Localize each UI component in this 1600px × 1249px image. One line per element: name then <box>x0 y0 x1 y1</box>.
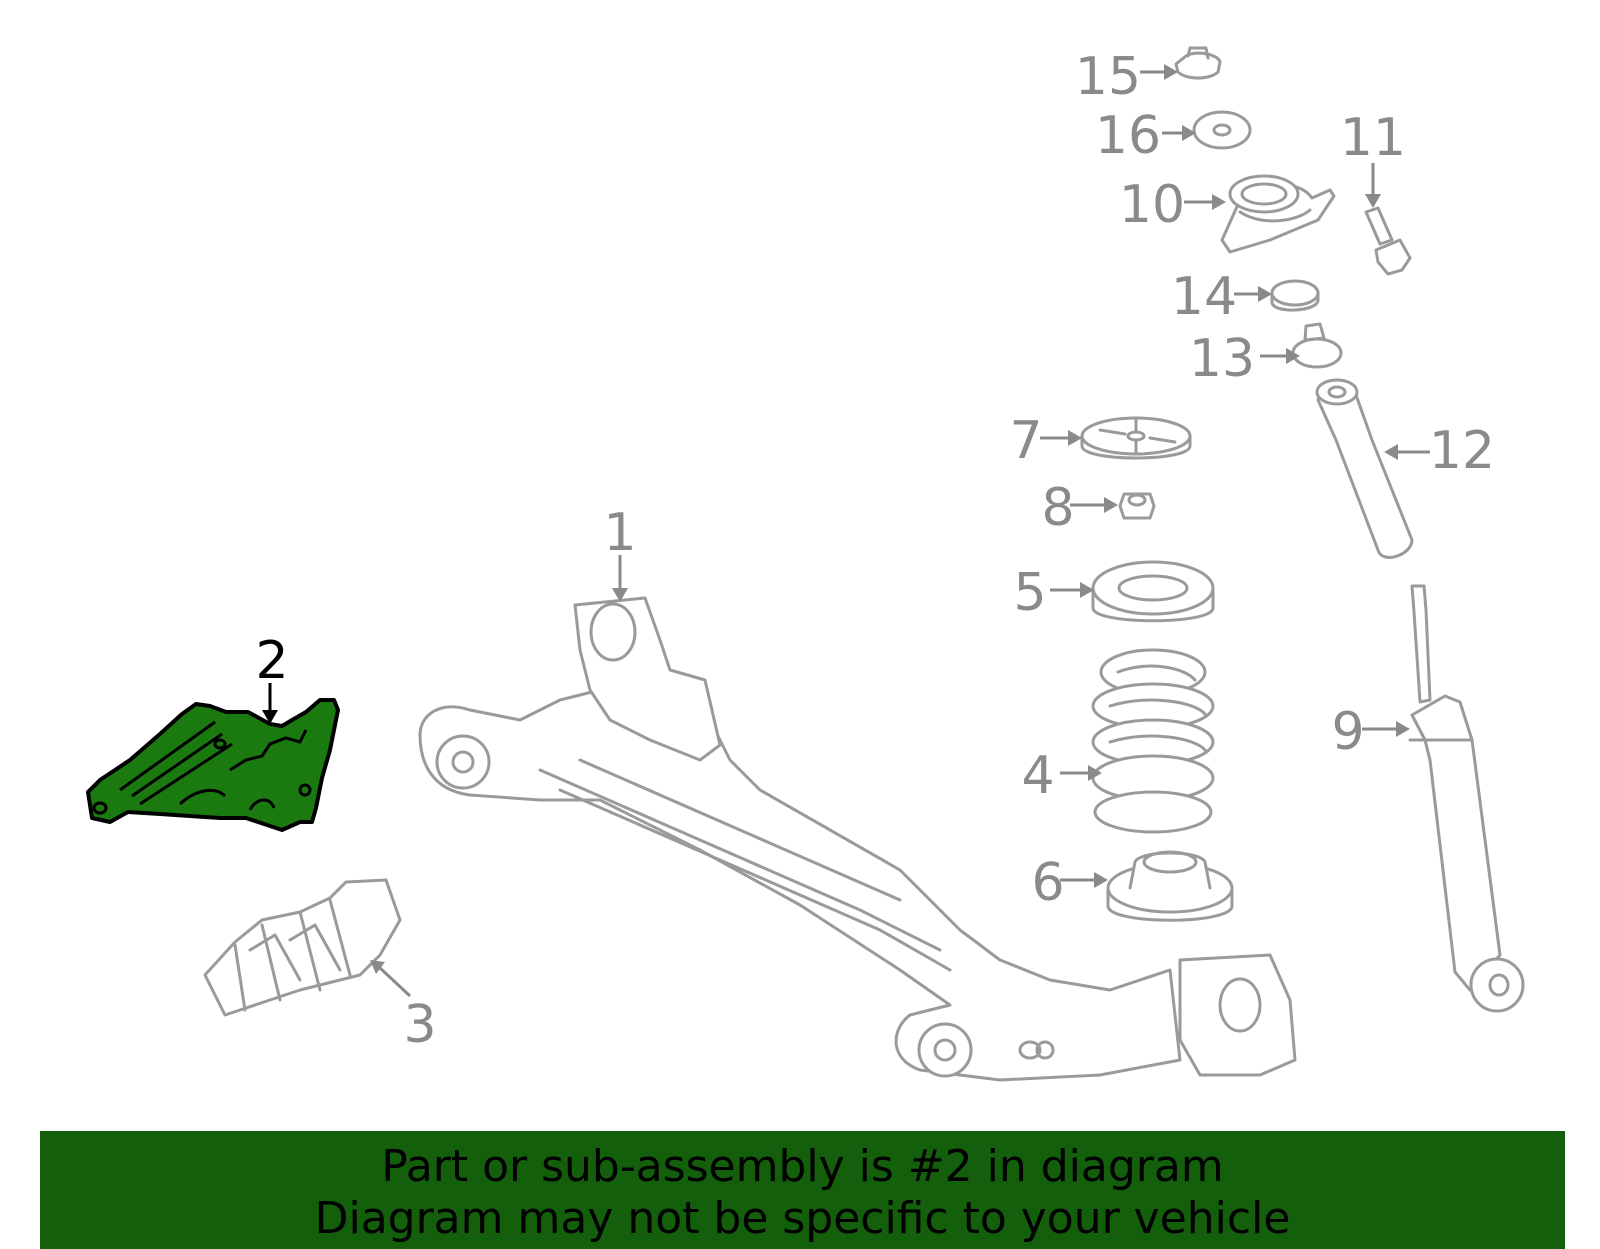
arrowhead-7 <box>1068 430 1082 446</box>
callout-15: 15 <box>1075 47 1141 107</box>
part-6-spring-seat[interactable] <box>1106 850 1234 922</box>
arrowhead-15 <box>1164 64 1178 80</box>
callout-13: 13 <box>1189 329 1255 389</box>
part-7-plate[interactable] <box>1080 416 1192 460</box>
leader-arrows <box>262 64 1430 998</box>
part-16-washer[interactable] <box>1192 110 1252 150</box>
callout-8: 8 <box>1041 478 1074 538</box>
callout-2: 2 <box>255 631 288 691</box>
arrowhead-10 <box>1212 194 1226 210</box>
arrowhead-13 <box>1286 348 1300 364</box>
arrowhead-5 <box>1080 582 1094 598</box>
arrowhead-6 <box>1094 872 1108 888</box>
part-1-axle-beam[interactable] <box>418 596 1297 1082</box>
part-2-bracket-highlighted[interactable] <box>86 698 340 832</box>
callout-1: 1 <box>603 503 636 563</box>
part-10-upper-mount[interactable] <box>1220 174 1336 254</box>
callout-3: 3 <box>403 995 436 1055</box>
arrowhead-11 <box>1365 194 1381 208</box>
part-15-nut[interactable] <box>1174 46 1222 80</box>
callout-10: 10 <box>1119 175 1185 235</box>
arrowhead-8 <box>1104 497 1118 513</box>
part-13-bump-stop[interactable] <box>1291 322 1343 369</box>
arrowhead-16 <box>1182 125 1196 141</box>
arrowhead-14 <box>1258 286 1272 302</box>
part-9-shock-absorber[interactable] <box>1408 584 1525 1013</box>
callout-5: 5 <box>1013 563 1046 623</box>
banner-line-1: Part or sub-assembly is #2 in diagram <box>381 1141 1224 1192</box>
callout-12: 12 <box>1429 421 1495 481</box>
part-3-shield[interactable] <box>203 878 402 1017</box>
callout-7: 7 <box>1009 411 1042 471</box>
banner-line-2: Diagram may not be specific to your vehi… <box>314 1193 1291 1244</box>
callout-9: 9 <box>1331 702 1364 762</box>
part-14-washer[interactable] <box>1270 279 1320 312</box>
arrow-3 <box>378 966 412 998</box>
arrowhead-3 <box>370 960 385 974</box>
info-banner: Part or sub-assembly is #2 in diagram Di… <box>40 1131 1565 1249</box>
part-8-nut[interactable] <box>1118 492 1156 520</box>
arrowhead-4 <box>1088 765 1102 781</box>
arrowhead-9 <box>1396 721 1410 737</box>
callout-11: 11 <box>1340 108 1406 168</box>
arrowhead-2 <box>262 710 278 724</box>
callout-16: 16 <box>1095 106 1161 166</box>
callout-6: 6 <box>1031 853 1064 913</box>
part-4-coil-spring[interactable] <box>1091 648 1215 834</box>
part-12-dust-boot[interactable] <box>1315 378 1414 559</box>
callout-4: 4 <box>1021 746 1054 806</box>
arrowhead-12 <box>1384 444 1398 460</box>
part-5-insulator[interactable] <box>1091 560 1215 623</box>
arrowhead-1 <box>612 588 628 602</box>
callout-labels: 1 2 3 4 5 6 7 8 9 10 11 12 13 14 15 16 <box>255 47 1495 1055</box>
parts-diagram: 1 2 3 4 5 6 7 8 9 10 11 12 13 14 15 16 <box>86 46 1525 1082</box>
callout-14: 14 <box>1171 267 1237 327</box>
part-11-bolt[interactable] <box>1364 206 1412 276</box>
